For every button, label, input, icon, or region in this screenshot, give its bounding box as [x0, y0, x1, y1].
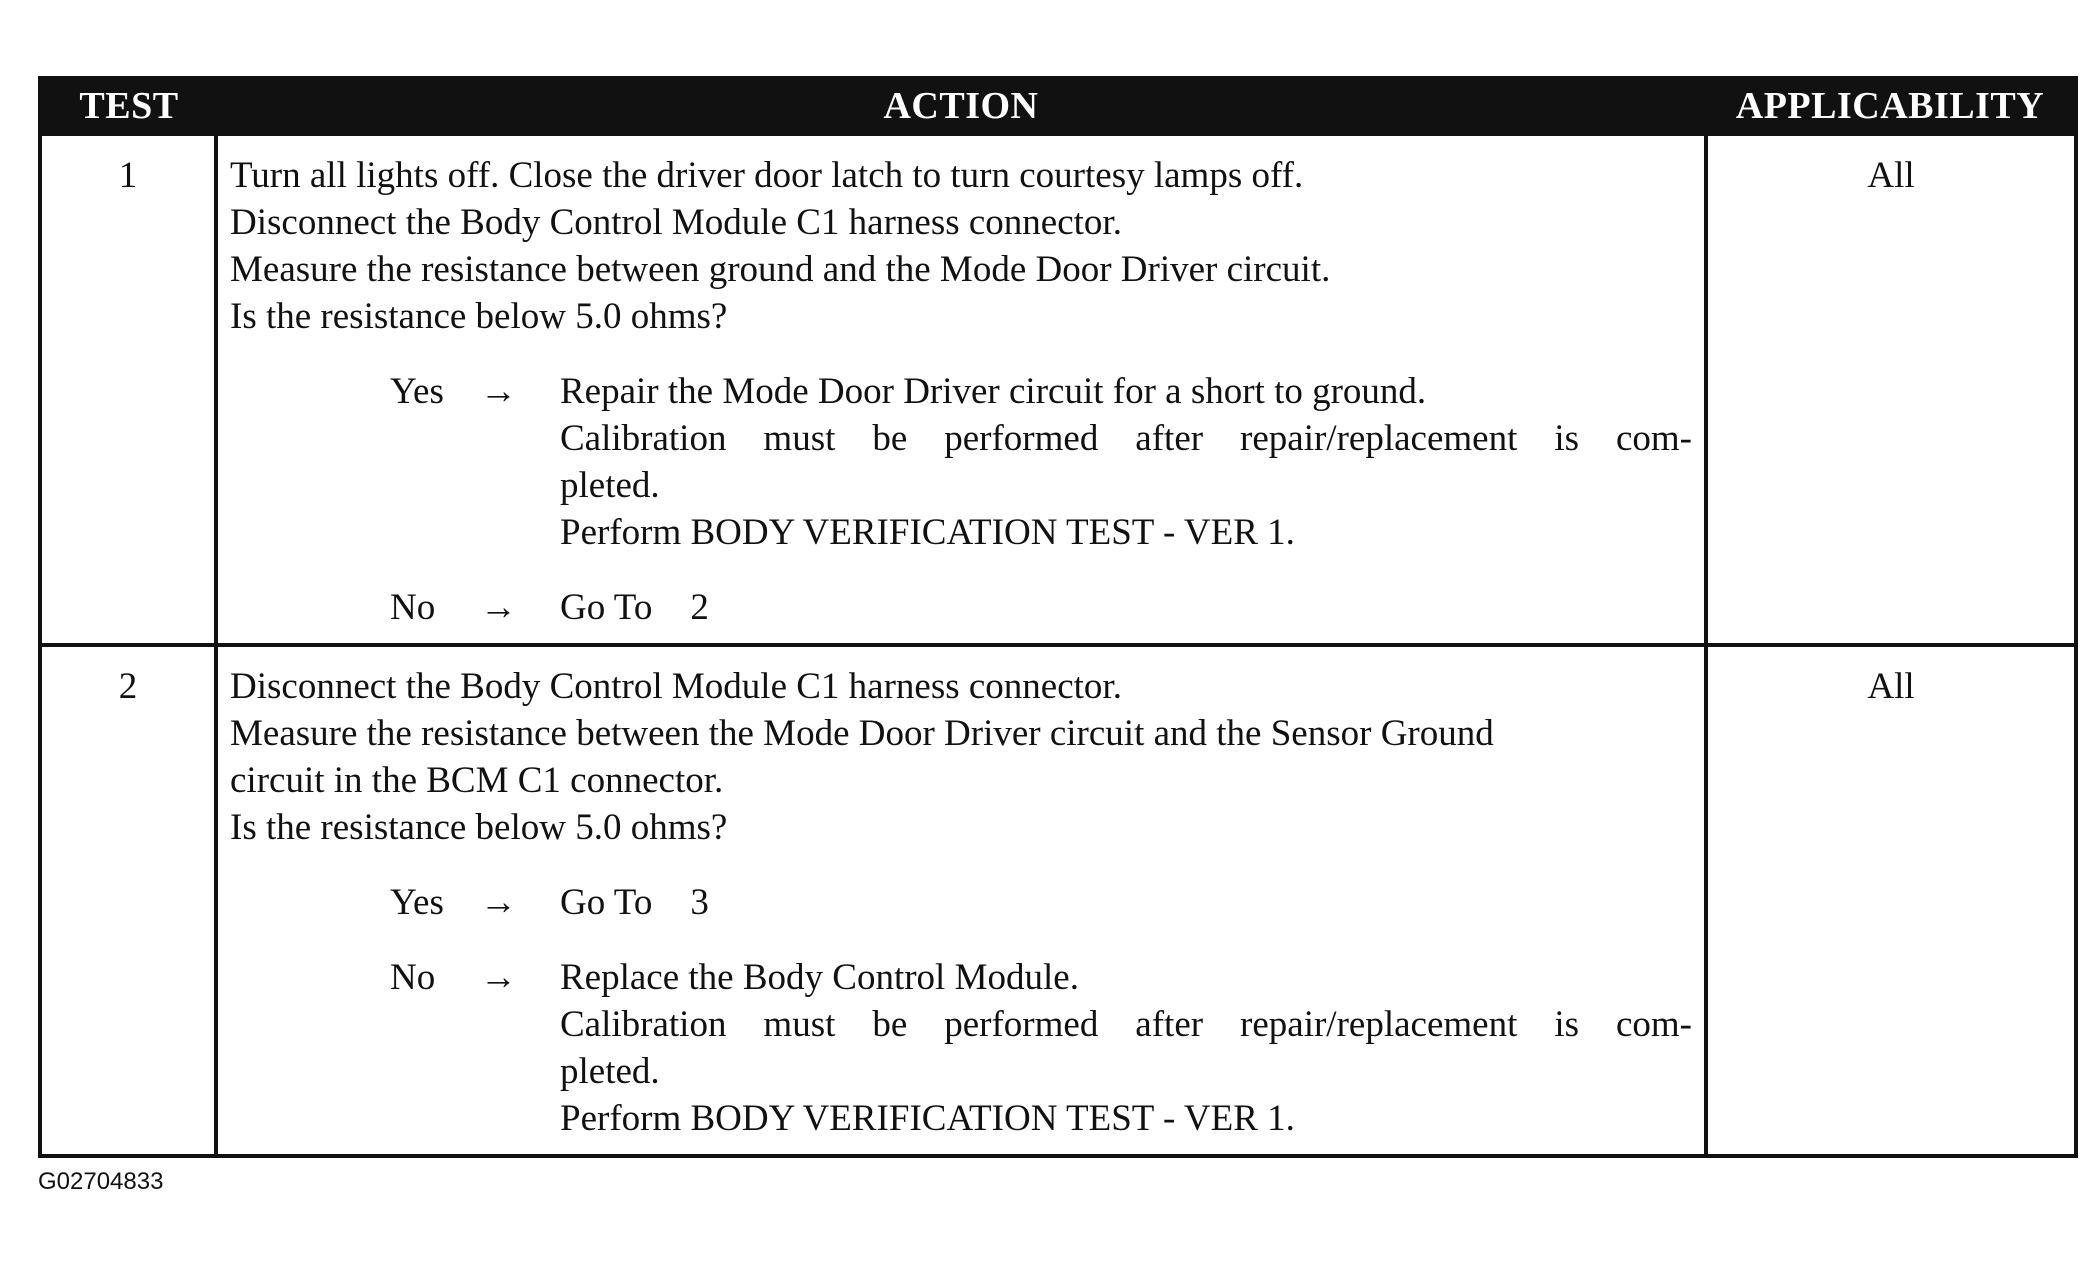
table-row: 2 Disconnect the Body Control Module C1 … [38, 643, 2078, 1158]
outcome-yes-label: Yes [390, 371, 444, 412]
outcome-line: Calibration must be performed after repa… [560, 418, 1692, 459]
outcome-yes-label: Yes [390, 882, 444, 923]
outcome-line: Perform BODY VERIFICATION TEST - VER 1. [560, 512, 1295, 553]
action-cell: Turn all lights off. Close the driver do… [214, 132, 1708, 647]
action-line: Disconnect the Body Control Module C1 ha… [230, 666, 1122, 707]
outcome-no-label: No [390, 587, 436, 628]
outcome-line: pleted. [560, 465, 660, 506]
applicability-value: All [1704, 643, 2078, 1158]
goto-number: 2 [690, 587, 709, 628]
outcome-line: Calibration must be performed after repa… [560, 1004, 1692, 1045]
goto-text: Go To 2 [560, 584, 1692, 631]
outcome-line: Perform BODY VERIFICATION TEST - VER 1. [560, 1098, 1295, 1139]
outcome-yes-body: Go To 3 [560, 879, 1692, 926]
header-action: ACTION [216, 78, 1706, 134]
outcome-yes: Yes → Go To 3 [390, 879, 1692, 926]
test-number: 1 [38, 132, 218, 647]
action-line: Is the resistance below 5.0 ohms? [230, 807, 728, 848]
table-header-row: TEST ACTION APPLICABILITY [40, 78, 2076, 134]
right-arrow-icon: → [480, 371, 517, 412]
outcome-line: Replace the Body Control Module. [560, 957, 1079, 998]
outcome-no: No → Replace the Body Control Module. Ca… [390, 954, 1692, 1142]
right-arrow-icon: → [480, 957, 517, 998]
outcome-line: Repair the Mode Door Driver circuit for … [560, 371, 1427, 412]
right-arrow-icon: → [480, 882, 517, 923]
outcome-line: pleted. [560, 1051, 660, 1092]
goto-text: Go To 3 [560, 879, 1692, 926]
test-number: 2 [38, 643, 218, 1158]
right-arrow-icon: → [480, 587, 517, 628]
header-applicability: APPLICABILITY [1706, 78, 2076, 134]
goto-label: Go To [560, 587, 653, 628]
action-cell: Disconnect the Body Control Module C1 ha… [214, 643, 1708, 1158]
figure-id: G02704833 [38, 1168, 164, 1195]
outcome-yes: Yes → Repair the Mode Door Driver circui… [390, 368, 1692, 556]
action-line: Is the resistance below 5.0 ohms? [230, 296, 728, 337]
outcome-yes-body: Repair the Mode Door Driver circuit for … [560, 368, 1692, 556]
diagnostic-test-table: TEST ACTION APPLICABILITY 1 Turn all lig… [38, 76, 2078, 1158]
outcome-no-body: Go To 2 [560, 584, 1692, 631]
action-line: Disconnect the Body Control Module C1 ha… [230, 202, 1122, 243]
action-line: circuit in the BCM C1 connector. [230, 760, 724, 801]
action-line: Turn all lights off. Close the driver do… [230, 155, 1304, 196]
goto-label: Go To [560, 882, 653, 923]
applicability-value: All [1704, 132, 2078, 647]
outcome-no: No → Go To 2 [390, 584, 1692, 631]
table-row: 1 Turn all lights off. Close the driver … [38, 132, 2078, 647]
outcome-no-body: Replace the Body Control Module. Calibra… [560, 954, 1692, 1142]
action-line: Measure the resistance between ground an… [230, 249, 1331, 290]
goto-number: 3 [690, 882, 709, 923]
header-test: TEST [40, 78, 216, 134]
action-line: Measure the resistance between the Mode … [230, 713, 1494, 754]
outcome-no-label: No [390, 957, 436, 998]
